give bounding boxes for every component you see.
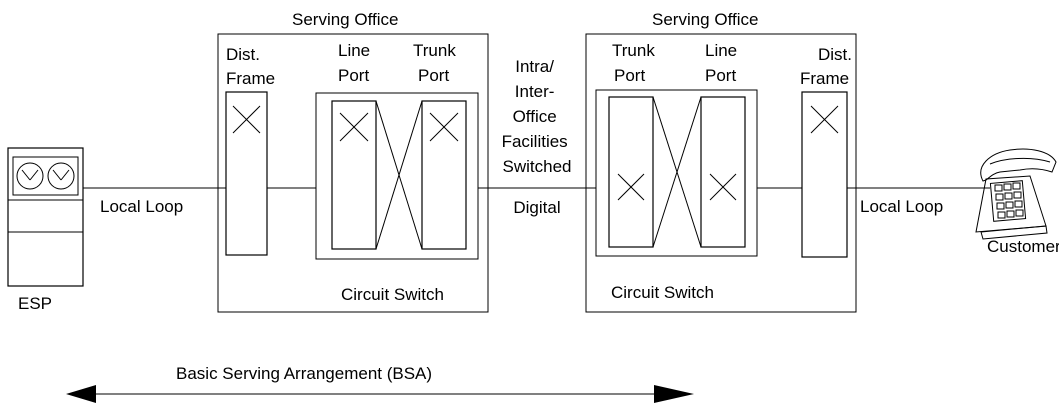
office-left-line-port-line2: Port <box>338 66 369 85</box>
facilities-label: Intra/ Inter- Office Facilities Switched <box>502 57 573 176</box>
office-left-dist-frame-label: Dist. Frame <box>226 45 275 88</box>
office-left-line-port-label: Line Port <box>338 41 375 85</box>
office-left-circuit-switch <box>315 92 479 260</box>
facilities-line1: Intra/ <box>515 57 554 76</box>
office-left-line-port-line1: Line <box>338 41 370 60</box>
customer-label: Customer <box>987 237 1059 256</box>
bsa-span-arrow <box>66 385 694 403</box>
bsa-label: Basic Serving Arrangement (BSA) <box>176 364 432 383</box>
office-right-line-port-label: Line Port <box>705 41 742 85</box>
office-left-trunk-port-line2: Port <box>418 66 449 85</box>
office-right-line-port-line2: Port <box>705 66 736 85</box>
office-left-title: Serving Office <box>292 10 398 29</box>
office-right-title: Serving Office <box>652 10 758 29</box>
office-right-dist-frame-line1: Dist. <box>818 45 852 64</box>
office-left-dist-frame-line1: Dist. <box>226 45 260 64</box>
office-left-box <box>217 33 489 313</box>
office-right-trunk-port-line2: Port <box>614 66 645 85</box>
office-right-trunk-port-label: Trunk Port <box>612 41 660 85</box>
office-right-dist-frame-line2: Frame <box>800 69 849 88</box>
telephone-icon <box>975 148 1057 240</box>
esp-equipment-icon <box>7 147 84 287</box>
office-left-dist-frame <box>225 91 268 256</box>
office-right-line-port-line1: Line <box>705 41 737 60</box>
office-right-dist-frame <box>801 91 848 258</box>
office-right-circuit-switch <box>595 89 758 257</box>
facilities-type-label: Digital <box>513 198 560 217</box>
facilities-line4: Facilities <box>502 132 568 151</box>
office-right-dist-frame-label: Dist. Frame <box>800 45 857 88</box>
facilities-line5: Switched <box>503 157 572 176</box>
office-left-dist-frame-line2: Frame <box>226 69 275 88</box>
office-left-trunk-port-line1: Trunk <box>413 41 456 60</box>
esp-label: ESP <box>18 294 52 313</box>
facilities-line3: Office <box>513 107 557 126</box>
office-left-trunk-port-label: Trunk Port <box>413 41 461 85</box>
facilities-line2: Inter- <box>515 82 555 101</box>
office-right-box <box>585 33 857 313</box>
office-left-switch-label: Circuit Switch <box>341 285 444 304</box>
local-loop-right-label: Local Loop <box>860 197 943 216</box>
local-loop-left-label: Local Loop <box>100 197 183 216</box>
office-right-trunk-port-line1: Trunk <box>612 41 655 60</box>
office-right-switch-label: Circuit Switch <box>611 283 714 302</box>
